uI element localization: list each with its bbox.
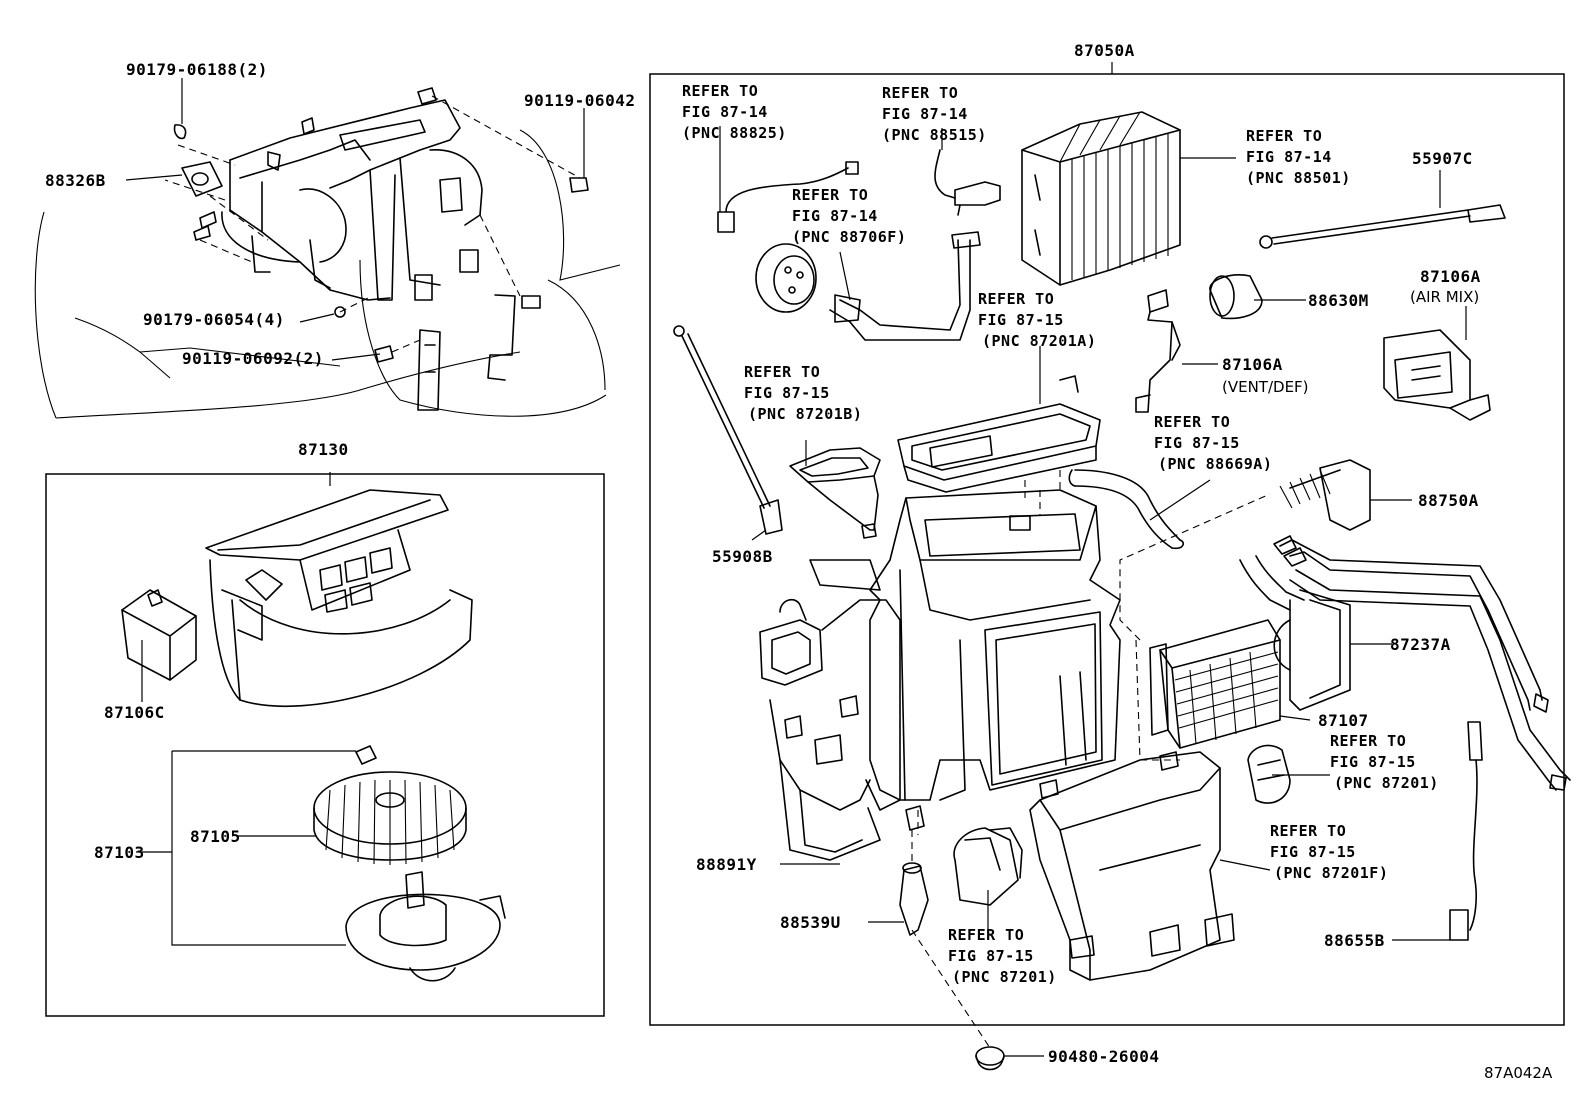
reference-pnc-87201B: REFER TO FIG 87-15 (PNC 87201B) (744, 363, 862, 423)
label-90119-06092: 90119-06092(2) (182, 349, 324, 368)
label-87106A-vent-def: 87106A (1222, 355, 1283, 374)
label-87130: 87130 (298, 440, 349, 459)
blower-assembly-87130 (121, 489, 506, 982)
dashboard-installation-view (34, 87, 621, 419)
label-87105: 87105 (190, 827, 241, 846)
svg-text:FIG 87-14: FIG 87-14 (1246, 148, 1332, 166)
reference-pnc-88669A: REFER TO FIG 87-15 (PNC 88669A) (1154, 413, 1272, 473)
label-88630M: 88630M (1308, 291, 1369, 310)
label-88326B: 88326B (45, 171, 106, 190)
svg-text:(PNC 88669A): (PNC 88669A) (1158, 455, 1272, 473)
part-labels: 90179-06188(2) 88326B 90119-06042 90179-… (45, 41, 1553, 1082)
svg-text:(PNC 88825): (PNC 88825) (682, 124, 787, 142)
label-88891Y: 88891Y (696, 855, 757, 874)
label-55907C: 55907C (1412, 149, 1473, 168)
svg-text:FIG 87-15: FIG 87-15 (1270, 843, 1356, 861)
reference-notes: REFER TO FIG 87-14 (PNC 88825) REFER TO … (682, 82, 1439, 986)
svg-text:FIG 87-14: FIG 87-14 (882, 105, 968, 123)
svg-text:REFER TO: REFER TO (1330, 732, 1406, 750)
label-87107: 87107 (1318, 711, 1369, 730)
svg-text:REFER TO: REFER TO (744, 363, 820, 381)
svg-text:REFER TO: REFER TO (792, 186, 868, 204)
figure-code: 87A042A (1484, 1064, 1553, 1082)
heater-unit-87050A (673, 111, 1571, 1071)
svg-text:FIG 87-14: FIG 87-14 (792, 207, 878, 225)
label-88750A: 88750A (1418, 491, 1479, 510)
svg-text:REFER TO: REFER TO (882, 84, 958, 102)
label-air-mix: (AIR MIX) (1410, 288, 1479, 306)
svg-text:FIG 87-14: FIG 87-14 (682, 103, 768, 121)
label-87050A: 87050A (1074, 41, 1135, 60)
label-90179-06054: 90179-06054(4) (143, 310, 285, 329)
svg-text:(PNC 87201F): (PNC 87201F) (1274, 864, 1388, 882)
svg-text:(PNC 87201B): (PNC 87201B) (748, 405, 862, 423)
heater-unit-group-frame (649, 73, 1565, 1026)
label-90480-26004: 90480-26004 (1048, 1047, 1159, 1066)
svg-text:FIG 87-15: FIG 87-15 (744, 384, 830, 402)
svg-text:FIG 87-15: FIG 87-15 (1154, 434, 1240, 452)
svg-text:REFER TO: REFER TO (1154, 413, 1230, 431)
svg-text:FIG 87-15: FIG 87-15 (1330, 753, 1416, 771)
label-55908B: 55908B (712, 547, 773, 566)
label-90179-06188: 90179-06188(2) (126, 60, 268, 79)
svg-text:(PNC 87201): (PNC 87201) (1334, 774, 1439, 792)
reference-pnc-88501: REFER TO FIG 87-14 (PNC 88501) (1246, 127, 1351, 187)
svg-text:(PNC 88706F): (PNC 88706F) (792, 228, 906, 246)
blower-group-frame (45, 473, 605, 1017)
reference-pnc-87201F: REFER TO FIG 87-15 (PNC 87201F) (1270, 822, 1388, 882)
svg-text:FIG 87-15: FIG 87-15 (978, 311, 1064, 329)
reference-pnc-87201-right: REFER TO FIG 87-15 (PNC 87201) (1330, 732, 1439, 792)
svg-text:(PNC 88501): (PNC 88501) (1246, 169, 1351, 187)
label-88539U: 88539U (780, 913, 841, 932)
label-87106C: 87106C (104, 703, 165, 722)
svg-text:REFER TO: REFER TO (1246, 127, 1322, 145)
leader-lines (125, 62, 1467, 1057)
label-87103: 87103 (94, 843, 145, 862)
svg-text:REFER TO: REFER TO (682, 82, 758, 100)
svg-text:REFER TO: REFER TO (1270, 822, 1346, 840)
label-87237A: 87237A (1390, 635, 1451, 654)
svg-text:REFER TO: REFER TO (978, 290, 1054, 308)
svg-text:(PNC 87201): (PNC 87201) (952, 968, 1057, 986)
reference-pnc-87201-bottom: REFER TO FIG 87-15 (PNC 87201) (948, 926, 1057, 986)
reference-pnc-88515: REFER TO FIG 87-14 (PNC 88515) (882, 84, 987, 144)
label-87106A-air-mix: 87106A (1420, 267, 1481, 286)
reference-pnc-87201A: REFER TO FIG 87-15 (PNC 87201A) (978, 290, 1096, 350)
label-88655B: 88655B (1324, 931, 1385, 950)
svg-text:FIG 87-15: FIG 87-15 (948, 947, 1034, 965)
svg-text:REFER TO: REFER TO (948, 926, 1024, 944)
reference-pnc-88706F: REFER TO FIG 87-14 (PNC 88706F) (792, 186, 906, 246)
svg-text:(PNC 88515): (PNC 88515) (882, 126, 987, 144)
svg-text:(PNC 87201A): (PNC 87201A) (982, 332, 1096, 350)
reference-pnc-88825: REFER TO FIG 87-14 (PNC 88825) (682, 82, 787, 142)
label-90119-06042: 90119-06042 (524, 91, 635, 110)
label-vent-def: (VENT/DEF) (1222, 378, 1309, 396)
